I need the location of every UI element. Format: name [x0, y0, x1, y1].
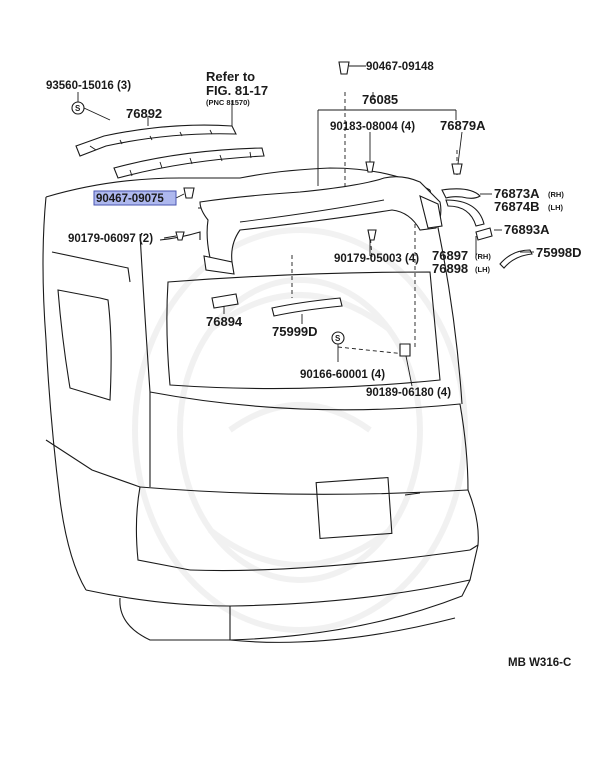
leader-lines [77, 65, 534, 387]
label-pnc-81570: (PNC 81570) [206, 98, 250, 107]
part-76893a [475, 227, 493, 241]
label-76874b: 76874B [494, 199, 540, 214]
label-93560-15016: 93560-15016 (3) [46, 80, 131, 92]
svg-text:S: S [335, 334, 341, 343]
label-76873a: 76873A [494, 186, 540, 201]
label-90467-09148: 90467-09148 [366, 61, 434, 73]
label-90179-06097: 90179-06097 (2) [68, 233, 153, 245]
label-rh-2: (RH) [475, 252, 491, 261]
label-refer-to: Refer to [206, 69, 255, 84]
part-76873a [441, 188, 485, 227]
label-75999d: 75999D [272, 324, 318, 339]
label-76879a: 76879A [440, 118, 486, 133]
label-75998d: 75998D [536, 245, 582, 260]
label-76894: 76894 [206, 314, 243, 329]
watermark [132, 227, 468, 633]
label-76892: 76892 [126, 106, 162, 121]
part-76085-spoiler [199, 176, 443, 275]
part-75999d [271, 297, 343, 317]
label-90189-06180: 90189-06180 (4) [366, 387, 451, 399]
vehicle-body [42, 167, 479, 643]
part-76894 [211, 293, 239, 309]
label-90467-09075: 90467-09075 [96, 193, 164, 205]
highlight-90467-09075 [93, 190, 177, 206]
label-rh-1: (RH) [548, 190, 564, 199]
part-75998d [499, 249, 533, 269]
diagram-code: MB W316-C [508, 657, 571, 669]
label-lh-1: (LH) [548, 203, 563, 212]
label-76893a: 76893A [504, 222, 550, 237]
label-lh-2: (LH) [475, 265, 490, 274]
label-90179-05003: 90179-05003 (4) [334, 253, 419, 265]
part-76892 [75, 124, 265, 179]
label-fig-81-17: FIG. 81-17 [206, 83, 268, 98]
fasteners: S S [71, 61, 463, 357]
label-90183-08004: 90183-08004 (4) [330, 121, 415, 133]
label-76898: 76898 [432, 261, 468, 276]
label-90166-60001: 90166-60001 (4) [300, 369, 385, 381]
part-labels: 93560-15016 (3) Refer to FIG. 81-17 (PNC… [46, 61, 582, 669]
label-76085: 76085 [362, 92, 398, 107]
label-76897: 76897 [432, 248, 468, 263]
svg-text:S: S [75, 104, 81, 113]
